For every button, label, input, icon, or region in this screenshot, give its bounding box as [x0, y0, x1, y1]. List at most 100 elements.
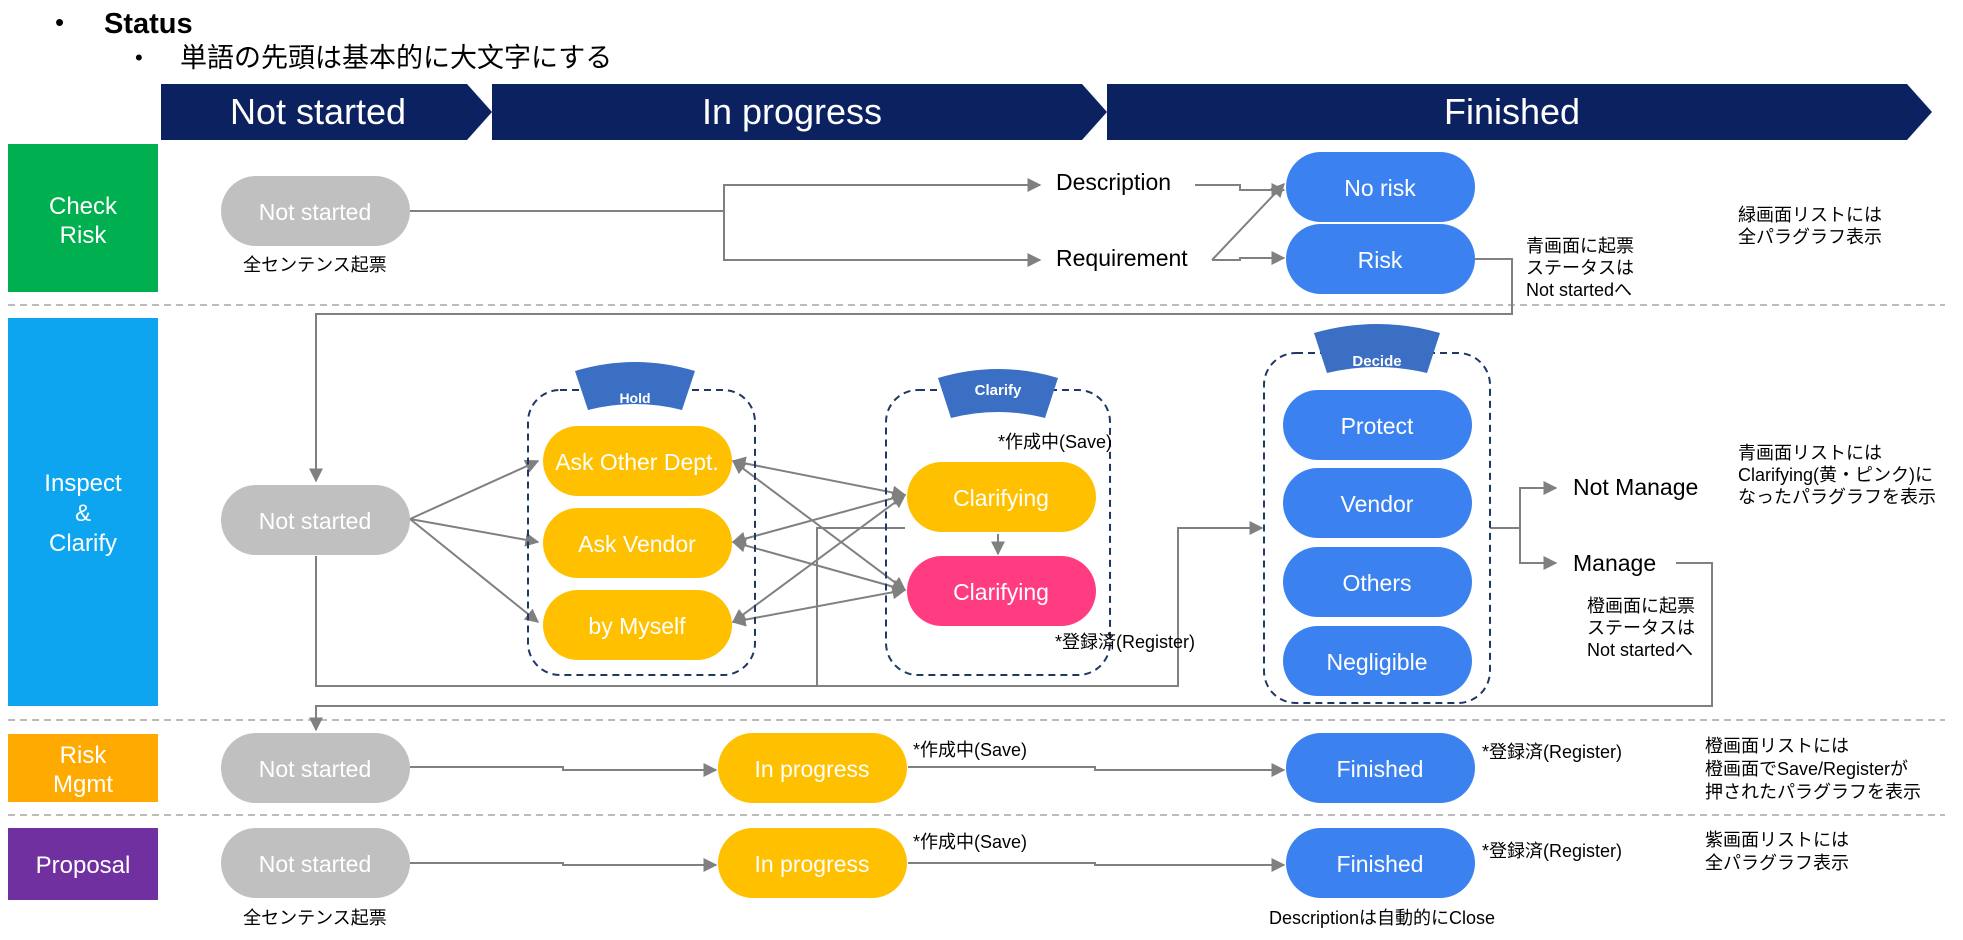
phase-not-started-chevron	[161, 84, 492, 140]
manage-note-line3: Not startedへ	[1587, 640, 1693, 660]
in-right-note-line1: 青画面リストには	[1738, 443, 1882, 463]
ask-other-label: Ask Other Dept.	[555, 449, 719, 475]
pr-save-note: *作成中(Save)	[913, 832, 1027, 852]
bullet-1: •	[55, 7, 64, 37]
lane-proposal-line1: Proposal	[36, 852, 131, 879]
lane-check-risk	[8, 144, 158, 292]
bullet-2: •	[135, 45, 143, 70]
phase-in-progress-label: In progress	[702, 91, 882, 132]
manage-note-line1: 橙画面に起票	[1587, 596, 1695, 616]
decide-badge	[1314, 324, 1440, 373]
pr-finished-label: Finished	[1337, 851, 1424, 877]
rm-right-note-line2: 橙画面でSave/Registerが	[1705, 759, 1908, 779]
decide-badge-label: Decide	[1352, 353, 1401, 370]
flow-text-labels: Description Requirement Not Manage Manag…	[1056, 169, 1698, 576]
arrow-start-to-description	[410, 178, 1042, 212]
manage-note-line2: ステータスは	[1587, 618, 1695, 638]
arrow-pr-progress-to-finished	[908, 858, 1286, 872]
link-by-myself-clarifying-pink	[731, 585, 907, 627]
link-by-myself-clarifying-yellow	[731, 494, 907, 623]
risk-note-line2: ステータスは	[1526, 258, 1634, 278]
phase-header: Not started In progress Finished	[161, 84, 1932, 140]
lane-inspect-clarify	[8, 318, 158, 706]
rm-start-label: Not started	[259, 756, 372, 782]
lane-risk-mgmt	[8, 734, 158, 802]
lane-risk-mgmt-line1: Risk	[60, 742, 108, 769]
hold-badge	[575, 362, 695, 410]
pr-register-note: *登録済(Register)	[1482, 841, 1622, 861]
lane-labels: Check Risk Inspect & Clarify Risk Mgmt P…	[8, 144, 158, 900]
phase-not-started-label: Not started	[230, 91, 406, 132]
lane-inspect-line2: &	[75, 500, 91, 527]
clarifying-yellow-label: Clarifying	[953, 485, 1049, 511]
in-start-label: Not started	[259, 508, 372, 534]
arrow-start-to-ask-vendor	[409, 518, 540, 547]
badges: Hold Clarify Decide	[575, 324, 1440, 418]
lane-proposal	[8, 828, 158, 900]
no-risk-pill	[1286, 152, 1475, 222]
lane-inspect-line1: Inspect	[44, 470, 122, 497]
link-ask-vendor-clarifying-pink	[731, 538, 907, 594]
rm-save-note: *作成中(Save)	[913, 740, 1027, 760]
arrow-start-to-decide	[315, 521, 1264, 687]
rm-register-note: *登録済(Register)	[1482, 742, 1622, 762]
clarifying-pink-pill	[907, 556, 1096, 626]
pr-start-note: 全センテンス起票	[243, 908, 387, 928]
pr-progress-label: In progress	[754, 851, 869, 877]
clarifying-pink-label: Clarifying	[953, 579, 1049, 605]
arrow-requirement-to-norisk	[1211, 182, 1285, 261]
in-start-pill	[221, 485, 410, 555]
ask-vendor-label: Ask Vendor	[578, 531, 696, 557]
arrow-decide-to-manage	[1519, 528, 1558, 570]
lane-inspect-line3: Clarify	[49, 530, 117, 557]
in-right-note-line3: なったパラグラフを表示	[1738, 487, 1936, 507]
decide-group	[1263, 352, 1491, 704]
phase-finished-chevron	[1107, 84, 1932, 140]
lane-risk-mgmt-line2: Mgmt	[53, 771, 113, 798]
arrow-rm-start-to-progress	[410, 763, 718, 777]
pr-right-note-line2: 全パラグラフ表示	[1705, 853, 1849, 873]
phase-in-progress-chevron	[492, 84, 1107, 140]
vendor-pill	[1283, 468, 1472, 538]
rm-progress-label: In progress	[754, 756, 869, 782]
cr-start-label: Not started	[259, 199, 372, 225]
arrow-pr-start-to-progress	[410, 858, 718, 872]
arrow-risk-to-inspect	[309, 258, 1513, 483]
line-clarifying-to-decide-route	[816, 527, 905, 686]
link-ask-vendor-clarifying-yellow	[731, 491, 907, 546]
protect-label: Protect	[1341, 413, 1414, 439]
cr-start-pill	[221, 176, 410, 246]
phase-finished-label: Finished	[1444, 91, 1580, 132]
pills: Not started No risk Risk Not started Ask…	[221, 152, 1475, 898]
rm-start-pill	[221, 733, 410, 803]
others-label: Others	[1342, 570, 1411, 596]
clarifying-yellow-pill	[907, 462, 1096, 532]
clarify-save-note: *作成中(Save)	[998, 432, 1112, 452]
others-pill	[1283, 547, 1472, 617]
arrow-rm-progress-to-finished	[908, 763, 1286, 777]
negligible-label: Negligible	[1326, 649, 1427, 675]
ask-vendor-pill	[543, 508, 732, 578]
connectors	[309, 178, 1713, 872]
by-myself-pill	[543, 590, 732, 660]
lane-check-risk-line2: Risk	[60, 222, 108, 249]
clarify-badge	[938, 369, 1058, 418]
hold-group	[527, 389, 756, 676]
negligible-pill	[1283, 626, 1472, 696]
cr-right-note-line2: 全パラグラフ表示	[1738, 227, 1882, 247]
pr-finished-note: Descriptionは自動的にClose	[1269, 908, 1495, 928]
pr-start-pill	[221, 828, 410, 898]
arrow-decide-to-not-manage	[1490, 481, 1558, 529]
link-ask-other-clarifying-pink	[731, 460, 907, 591]
arrow-start-to-by-myself	[409, 518, 540, 623]
not-manage-label: Not Manage	[1573, 474, 1698, 500]
clarify-badge-label: Clarify	[975, 382, 1022, 399]
risk-label: Risk	[1358, 247, 1403, 273]
requirement-label: Requirement	[1056, 245, 1188, 271]
description-label: Description	[1056, 169, 1171, 195]
heading-title: Status	[104, 8, 193, 40]
annotations: 全センテンス起票 青画面に起票 ステータスは Not startedへ 緑画面リ…	[243, 205, 1936, 928]
rm-right-note-line3: 押されたパラグラフを表示	[1705, 782, 1921, 802]
manage-label: Manage	[1573, 550, 1656, 576]
